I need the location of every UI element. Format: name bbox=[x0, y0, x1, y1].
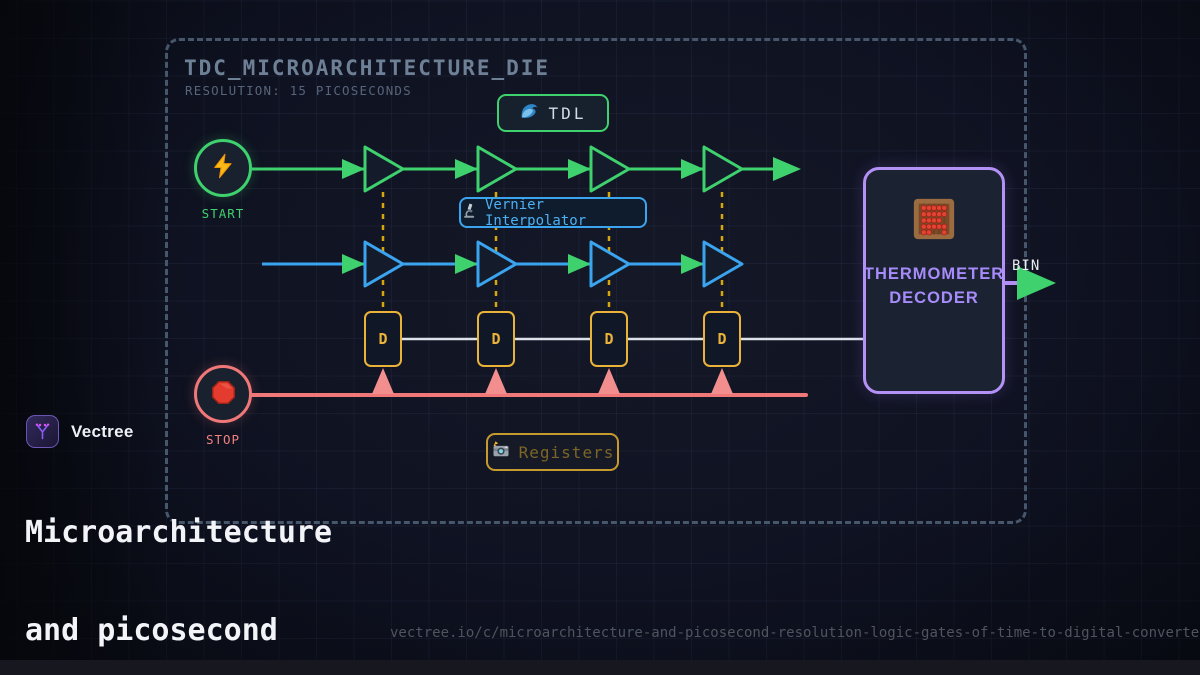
buffer-gate-icon bbox=[476, 145, 518, 193]
buffer-gate-icon bbox=[589, 240, 631, 288]
d-flip-flop: D bbox=[703, 311, 741, 367]
arrowhead-icon bbox=[568, 159, 591, 179]
vernier-interpolator-badge: Vernier Interpolator bbox=[459, 196, 647, 229]
arrowhead-icon bbox=[455, 159, 478, 179]
buffer-gate-icon bbox=[476, 240, 518, 288]
brand-lockup: Vectree bbox=[26, 415, 134, 448]
bottom-strip bbox=[0, 660, 1200, 675]
clock-arrow-icon bbox=[372, 368, 394, 394]
clock-arrow-icon bbox=[485, 368, 507, 394]
registers-badge: Registers bbox=[486, 433, 619, 471]
vernier-badge-label: Vernier Interpolator bbox=[485, 196, 587, 229]
wave-icon bbox=[520, 101, 540, 125]
stop-node bbox=[194, 365, 252, 423]
arrowhead-icon bbox=[455, 254, 478, 274]
buffer-gate-icon bbox=[589, 145, 631, 193]
registers-badge-label: Registers bbox=[518, 442, 615, 462]
stop-label: STOP bbox=[205, 432, 241, 447]
arrowhead-icon bbox=[568, 254, 591, 274]
start-delay-line bbox=[252, 145, 801, 193]
d-flip-flop: D bbox=[590, 311, 628, 367]
arrowhead-icon bbox=[681, 254, 704, 274]
bin-output-label: BIN bbox=[1012, 258, 1041, 274]
clock-arrow-icon bbox=[711, 368, 733, 394]
bin-output-arrow bbox=[1005, 266, 1056, 300]
decoder-label-line2: DECODER bbox=[889, 289, 979, 307]
dff-label: D bbox=[378, 330, 388, 348]
abacus-icon bbox=[911, 196, 957, 246]
thermometer-decoder-block: THERMOMETER DECODER bbox=[863, 167, 1005, 394]
dff-label: D bbox=[604, 330, 614, 348]
arrowhead-icon bbox=[681, 159, 704, 179]
microscope-icon bbox=[461, 202, 478, 223]
stop-sign-icon bbox=[210, 379, 237, 410]
stop-vernier-line bbox=[262, 240, 744, 288]
arrowhead-icon bbox=[1017, 266, 1056, 300]
arrowhead-icon bbox=[773, 157, 801, 181]
decoder-label-line1: THERMOMETER bbox=[863, 265, 1005, 283]
clock-arrow-icon bbox=[598, 368, 620, 394]
die-subtitle: RESOLUTION: 15 PICOSECONDS bbox=[185, 83, 412, 98]
dff-label: D bbox=[491, 330, 501, 348]
stop-signal-rail bbox=[245, 368, 808, 397]
start-label: START bbox=[201, 206, 245, 221]
vectree-logo-icon bbox=[26, 415, 59, 448]
title-line: and picosecond bbox=[25, 612, 278, 648]
tdl-badge: TDL bbox=[497, 94, 609, 132]
arrowhead-icon bbox=[342, 254, 365, 274]
buffer-gate-icon bbox=[702, 240, 744, 288]
buffer-gate-icon bbox=[363, 145, 405, 193]
arrowhead-icon bbox=[342, 159, 365, 179]
lightning-bolt-icon bbox=[210, 153, 236, 183]
camera-flash-icon bbox=[491, 440, 511, 464]
buffer-gate-icon bbox=[702, 145, 744, 193]
buffer-gate-icon bbox=[363, 240, 405, 288]
title-line: Microarchitecture bbox=[25, 515, 333, 551]
start-node bbox=[194, 139, 252, 197]
d-flip-flop: D bbox=[364, 311, 402, 367]
dff-label: D bbox=[717, 330, 727, 348]
brand-name: Vectree bbox=[71, 421, 134, 441]
tdl-badge-label: TDL bbox=[548, 103, 587, 123]
d-flip-flop: D bbox=[477, 311, 515, 367]
page-url[interactable]: vectree.io/c/microarchitecture-and-picos… bbox=[390, 625, 1200, 641]
die-title: TDC_MICROARCHITECTURE_DIE bbox=[184, 56, 551, 80]
page-title: Microarchitecture and picosecond resolut… bbox=[25, 452, 332, 675]
